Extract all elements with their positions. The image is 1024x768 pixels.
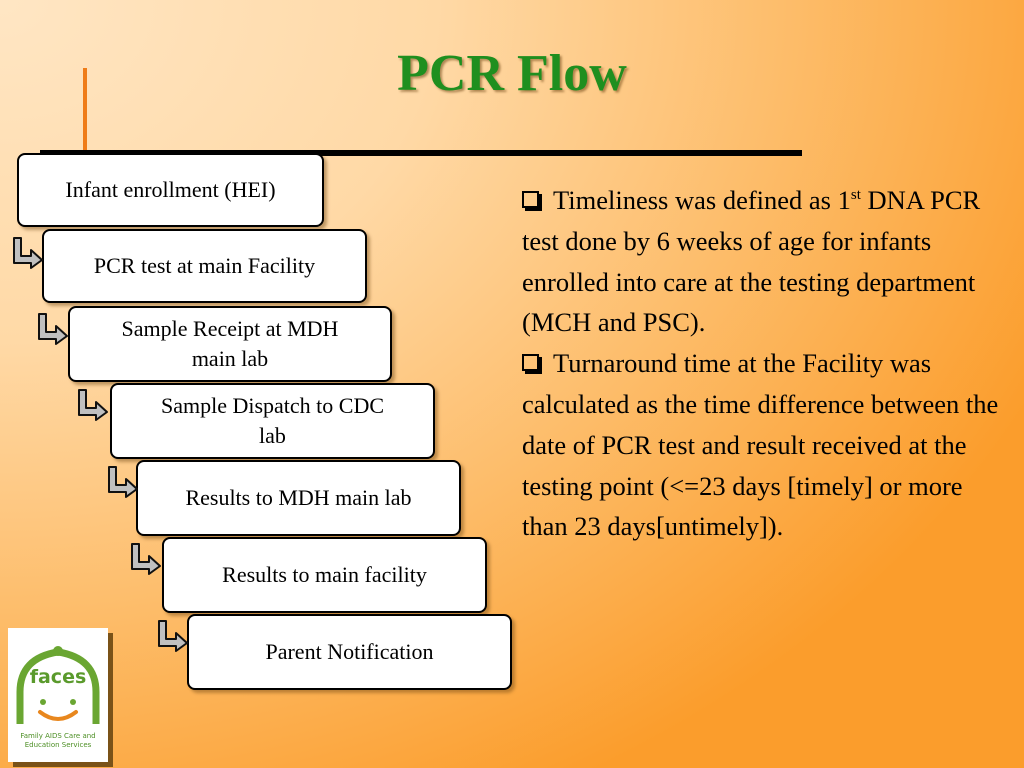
faces-logo-graphic-icon — [16, 646, 100, 724]
flow-step-sample-dispatch: Sample Dispatch to CDC lab — [110, 383, 435, 459]
bent-arrow-icon — [13, 237, 43, 269]
flow-step-results-facility: Results to main facility — [162, 537, 487, 613]
title-underline — [40, 150, 802, 156]
flow-step-label-line1: Sample Receipt at MDH — [121, 316, 339, 341]
bent-arrow-icon — [108, 466, 138, 498]
bent-arrow-icon — [38, 313, 68, 345]
logo-wordmark: faces — [29, 666, 87, 688]
bent-arrow-icon — [78, 389, 108, 421]
checkbox-bullet-icon — [522, 354, 539, 372]
flow-step-label-line2: lab — [259, 423, 286, 448]
checkbox-bullet-icon — [522, 191, 539, 208]
flow-step-sample-receipt: Sample Receipt at MDH main lab — [68, 306, 392, 382]
slide-title: PCR Flow — [397, 45, 627, 102]
bullet-item-turnaround: Turnaround time at the Facility was calc… — [522, 348, 999, 542]
flow-step-infant-enrollment: Infant enrollment (HEI) — [17, 153, 324, 227]
flow-step-label: Infant enrollment (HEI) — [65, 177, 276, 202]
flow-step-parent-notification: Parent Notification — [187, 614, 512, 690]
flow-step-label: PCR test at main Facility — [93, 253, 316, 278]
flow-step-label: Parent Notification — [265, 639, 434, 664]
bullet-list: Timeliness was defined as 1st DNA PCR te… — [522, 180, 1012, 547]
bent-arrow-icon — [158, 620, 188, 652]
flow-step-label-line2: main lab — [191, 346, 269, 371]
flow-step-label: Results to MDH main lab — [185, 485, 412, 510]
bullet-item-timeliness: Timeliness was defined as 1st DNA PCR te… — [522, 185, 981, 338]
bent-arrow-icon — [131, 543, 161, 575]
flow-step-pcr-test: PCR test at main Facility — [42, 229, 367, 303]
flow-step-results-mdh: Results to MDH main lab — [136, 460, 461, 536]
faces-logo: faces Family AIDS Care and Education Ser… — [8, 628, 108, 762]
accent-vertical-line — [83, 68, 87, 154]
logo-caption: Family AIDS Care and Education Services — [20, 732, 96, 749]
flow-step-label-line1: Sample Dispatch to CDC — [160, 393, 385, 418]
flow-step-label: Results to main facility — [222, 562, 427, 587]
